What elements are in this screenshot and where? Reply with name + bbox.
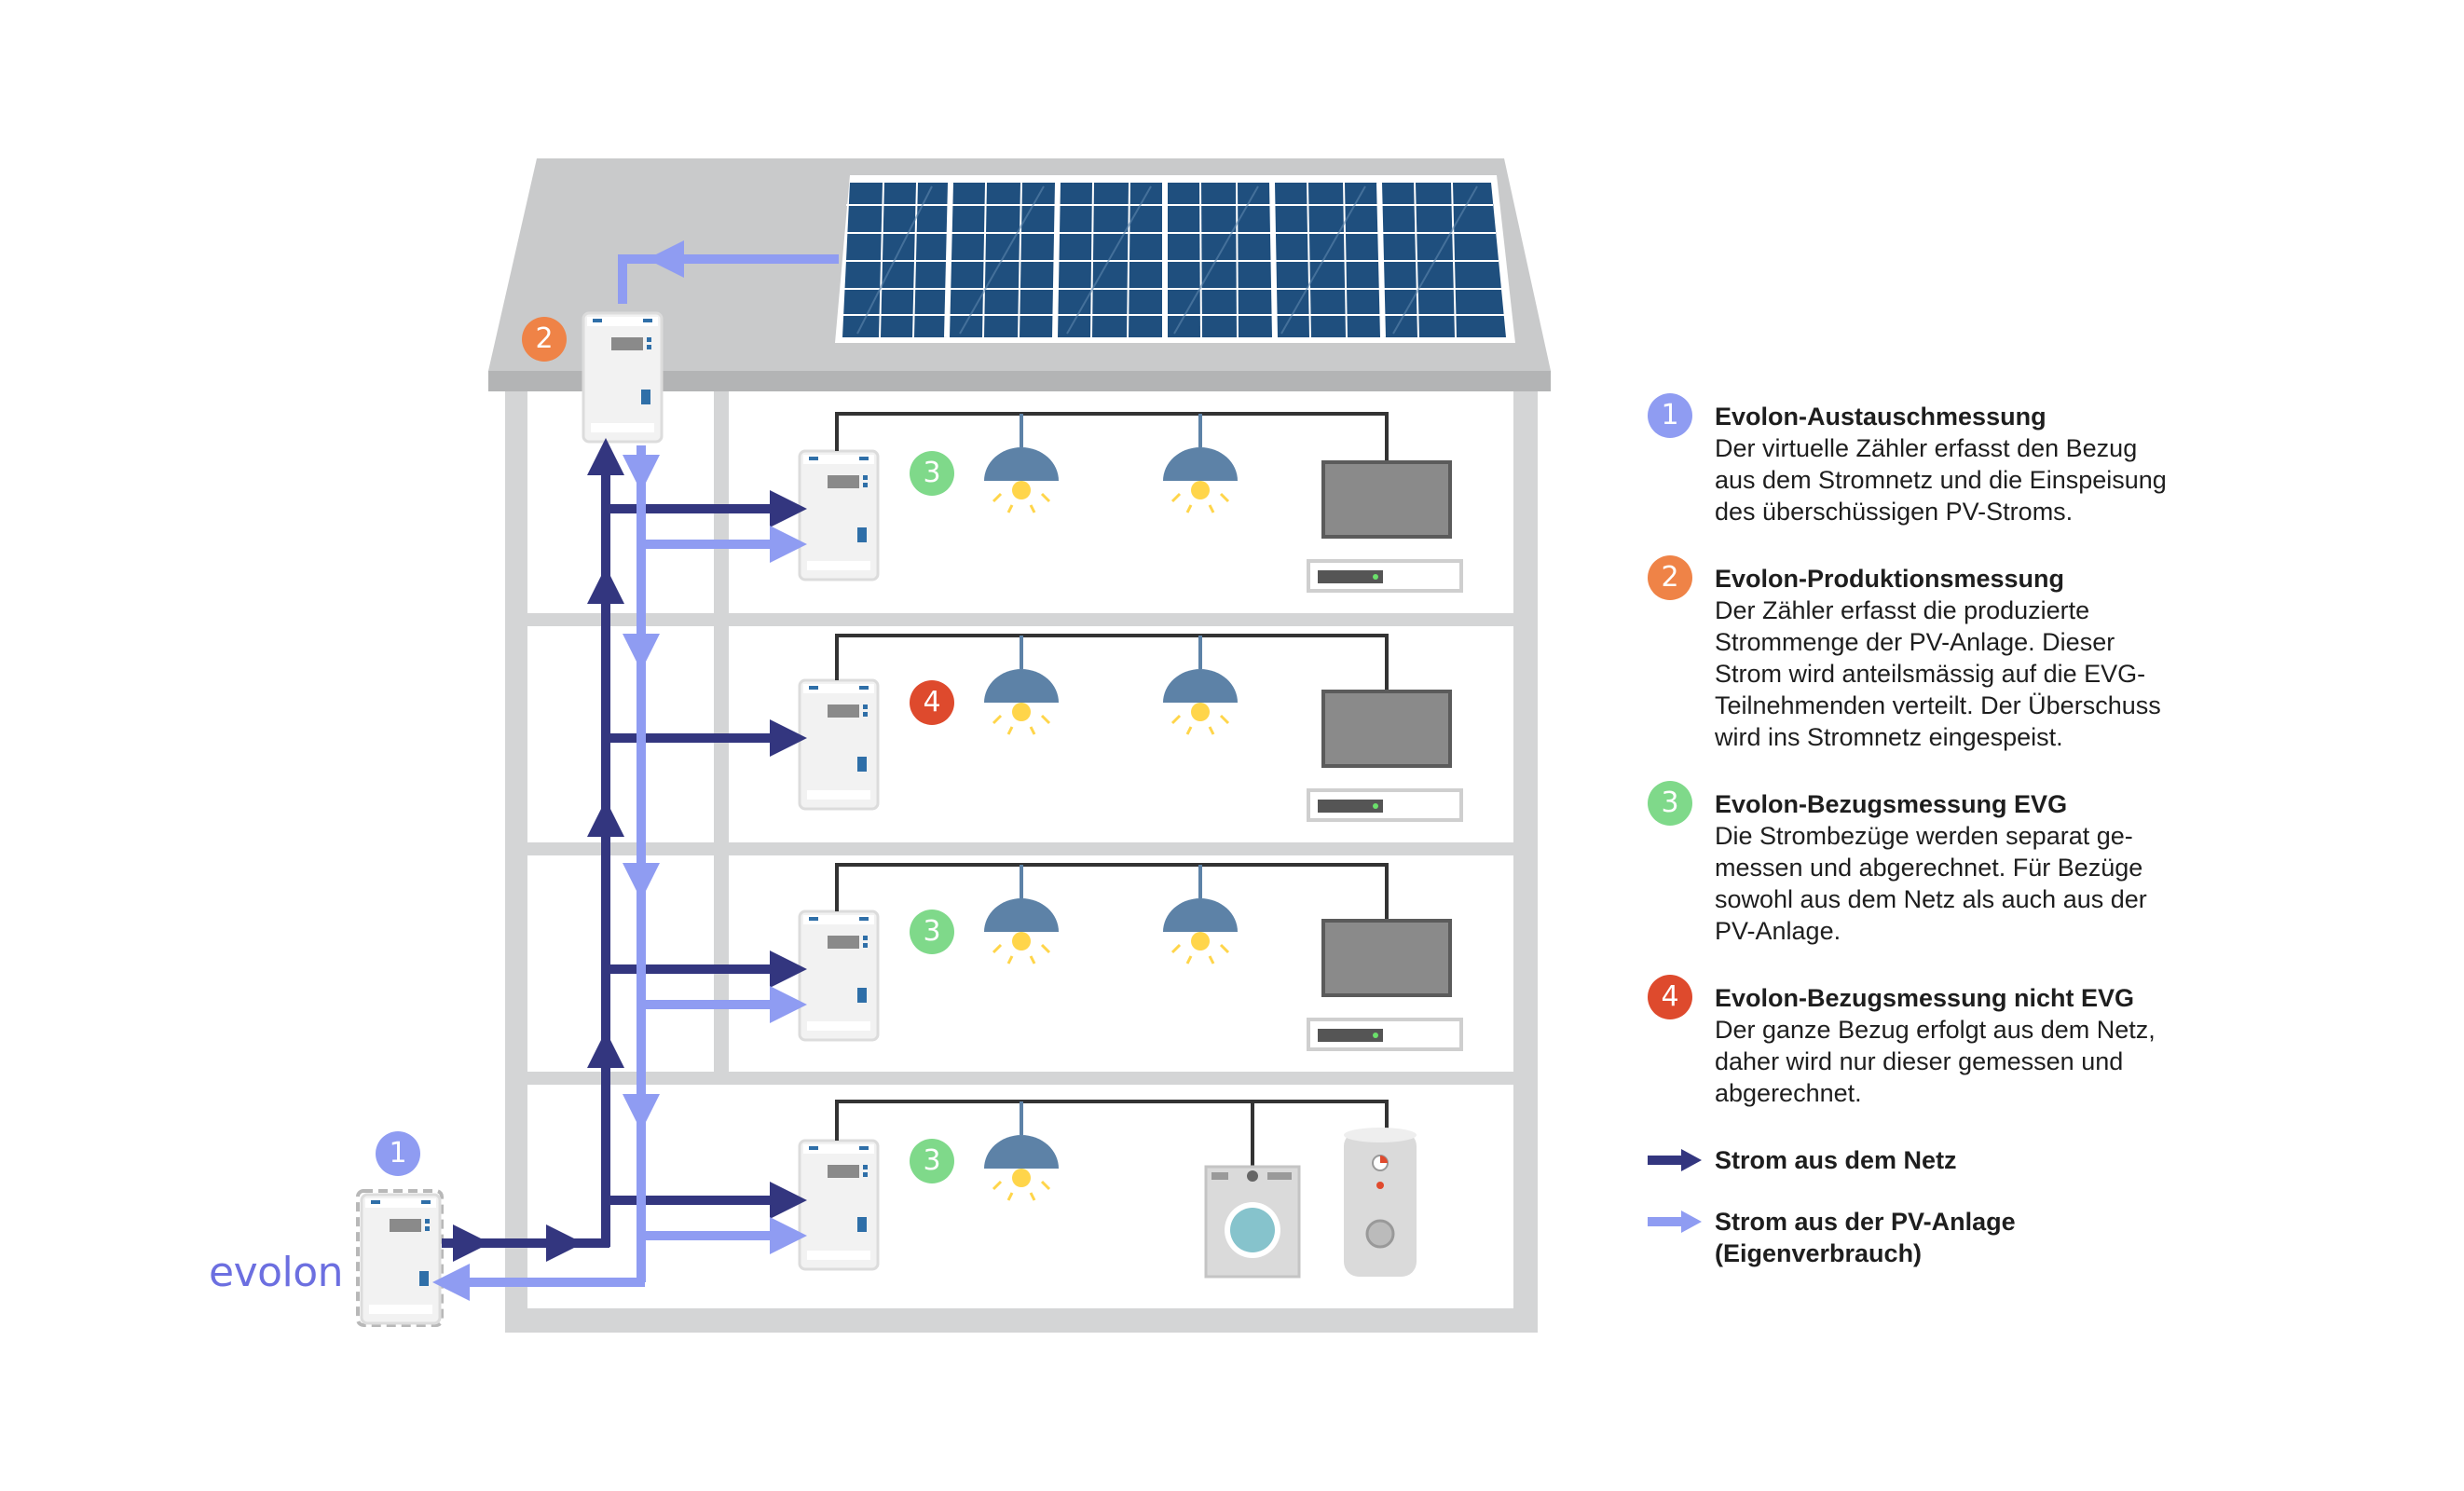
- badge-production-meter: 2: [522, 317, 567, 362]
- legend-badge: 2: [1648, 555, 1692, 600]
- badge-floor-3: 4: [910, 680, 954, 725]
- floor-2-room-left: [527, 855, 714, 1072]
- boiler-icon: [1344, 1128, 1417, 1277]
- production-meter: [582, 311, 664, 444]
- legend: 1 Evolon-Austauschmessung Der virtuelle …: [1648, 393, 2412, 1299]
- badge-floor-1: 3: [910, 1139, 954, 1183]
- legend-title: Evolon-Produktionsmessung: [1715, 565, 2065, 593]
- dark-arrow-icon: [1648, 1149, 1702, 1171]
- badge-exchange-meter: 1: [376, 1131, 420, 1176]
- legend-badge: 1: [1648, 393, 1692, 438]
- evolon-logo: evolon: [209, 1249, 344, 1296]
- light-arrow-icon: [1648, 1211, 1702, 1233]
- legend-text: Der Zähler erfasst die produzierte Strom…: [1715, 596, 2161, 751]
- legend-item-1: 1 Evolon-Austauschmessung Der virtuelle …: [1648, 393, 2412, 527]
- legend-pv-power: Strom aus der PV-Anlage (Eigenverbrauch): [1648, 1206, 2412, 1269]
- washing-machine-icon: [1204, 1165, 1301, 1279]
- arrow-legend-label: Strom aus dem Netz: [1715, 1146, 1957, 1174]
- tv-icon: [1307, 919, 1463, 1051]
- badge-floor-2: 3: [910, 910, 954, 954]
- building-energy-diagram: [356, 158, 1551, 1333]
- floor-2-meter: [798, 910, 880, 1042]
- legend-text: Der virtuelle Zähler erfasst den Bezug a…: [1715, 434, 2167, 526]
- floor-4-meter: [798, 449, 880, 581]
- legend-badge: 3: [1648, 781, 1692, 826]
- roof-eave: [488, 371, 1551, 391]
- legend-item-4: 4 Evolon-Bezugsmessung nicht EVG Der gan…: [1648, 975, 2412, 1109]
- badge-floor-4: 3: [910, 451, 954, 496]
- tv-icon: [1307, 460, 1463, 593]
- legend-text: Der ganze Bezug erfolgt aus dem Netz, da…: [1715, 1016, 2156, 1107]
- legend-grid-power: Strom aus dem Netz: [1648, 1144, 2412, 1176]
- legend-item-2: 2 Evolon-Produktionsmessung Der Zähler e…: [1648, 555, 2412, 753]
- floor-1-meter: [798, 1139, 880, 1271]
- exchange-meter: [356, 1189, 444, 1327]
- legend-title: Evolon-Bezugsmessung nicht EVG: [1715, 984, 2135, 1012]
- legend-title: Evolon-Austauschmessung: [1715, 403, 2046, 431]
- legend-item-3: 3 Evolon-Bezugsmessung EVG Die Strombezü…: [1648, 781, 2412, 947]
- legend-text: Die Strombezüge werden separat ge- messe…: [1715, 822, 2147, 945]
- legend-title: Evolon-Bezugsmessung EVG: [1715, 790, 2068, 818]
- floor-wiring: [835, 412, 1389, 1167]
- tv-icon: [1307, 690, 1463, 822]
- floor-3-meter: [798, 678, 880, 811]
- solar-panel-array: [835, 175, 1515, 343]
- pv-flow-lines: [432, 445, 807, 1301]
- arrow-legend-label: Strom aus der PV-Anlage (Eigenverbrauch): [1715, 1208, 2016, 1267]
- pv-to-production-arrow: [618, 254, 839, 304]
- legend-badge: 4: [1648, 975, 1692, 1019]
